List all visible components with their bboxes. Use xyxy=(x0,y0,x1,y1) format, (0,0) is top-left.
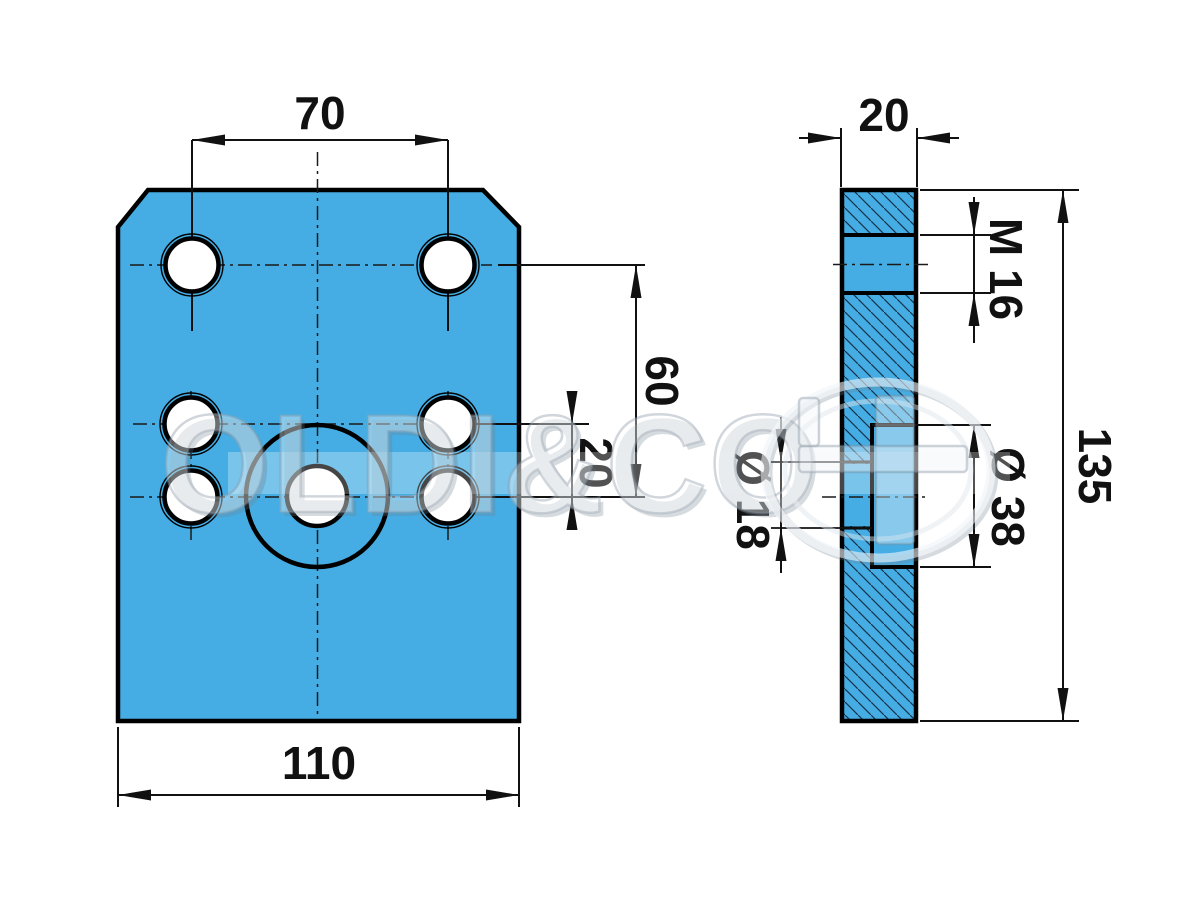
section-outline xyxy=(839,187,919,724)
hole-mid-left xyxy=(159,392,223,456)
dim-label-110: 110 xyxy=(282,737,356,789)
arrowhead xyxy=(566,497,578,530)
dim-label-m16: M 16 xyxy=(980,218,1032,320)
watermark-logo xyxy=(760,377,999,566)
centerlines-side xyxy=(822,263,931,498)
arrowhead xyxy=(118,789,151,801)
arrowhead xyxy=(968,534,980,567)
dimension-20-front: 20 xyxy=(566,391,622,530)
arrowhead xyxy=(968,425,980,458)
front-view xyxy=(115,140,645,724)
plate-outline xyxy=(115,187,522,724)
arrowhead xyxy=(808,132,841,144)
arrowhead xyxy=(1057,688,1069,721)
arrowhead xyxy=(566,391,578,424)
center-hole xyxy=(284,463,350,529)
dim-label-60: 60 xyxy=(636,355,688,406)
arrowhead xyxy=(192,134,225,146)
hole-bottom-left xyxy=(159,465,223,529)
arrowhead xyxy=(630,265,642,298)
dimension-20-side: 20 xyxy=(799,89,959,187)
watermark-text: OLDI&CO xyxy=(160,385,820,542)
dim-label-70: 70 xyxy=(294,87,345,139)
side-view xyxy=(822,187,931,724)
pocket-recess xyxy=(870,423,918,569)
arrowhead xyxy=(775,528,787,561)
watermark-gloss-band xyxy=(228,452,1010,494)
hole-top-left xyxy=(160,233,224,297)
dimension-m16: M 16 xyxy=(920,197,1032,343)
hole-top-right xyxy=(416,233,480,297)
hole-strip xyxy=(842,464,872,526)
hole-mid-right xyxy=(416,392,480,456)
dimension-60: 60 xyxy=(630,265,688,497)
dimension-135: 135 xyxy=(920,189,1121,722)
dim-label-20-front: 20 xyxy=(570,437,622,488)
extension-lines-front xyxy=(191,140,645,498)
pocket-circle xyxy=(243,422,391,570)
dim-label-20-side: 20 xyxy=(858,89,909,141)
logo-ellipse-inner xyxy=(782,398,974,542)
hole-bottom-right xyxy=(416,465,480,529)
central-boss xyxy=(243,422,391,570)
arrowhead xyxy=(486,789,519,801)
arrowhead xyxy=(968,293,980,326)
arrowhead xyxy=(775,429,787,462)
logo-cross xyxy=(797,394,969,546)
dimension-70: 70 xyxy=(192,87,448,146)
arrowhead xyxy=(968,202,980,235)
dim-label-135: 135 xyxy=(1069,428,1121,505)
dimensions: 70 60 20 110 xyxy=(117,87,1121,807)
bolt-holes xyxy=(159,233,480,529)
dimension-110: 110 xyxy=(117,727,520,807)
arrowhead xyxy=(415,134,448,146)
arrowhead xyxy=(917,132,950,144)
watermark-shadow-text: OLDI&CO xyxy=(164,389,824,546)
arrowhead xyxy=(630,464,642,497)
logo-ellipse-outer xyxy=(760,377,996,563)
watermark: OLDI&CO OLDI&CO xyxy=(159,377,1010,566)
arrowhead xyxy=(1057,190,1069,223)
